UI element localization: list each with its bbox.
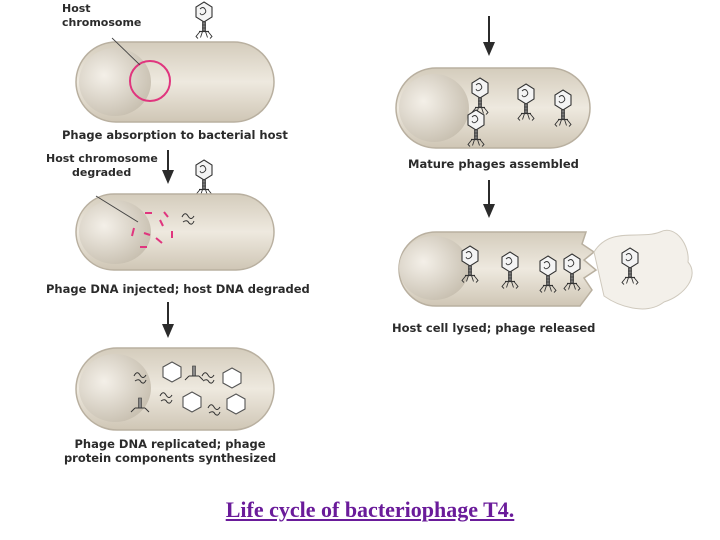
figure-caption: Life cycle of bacteriophage T4. [225, 497, 515, 522]
label-host: Host [62, 2, 91, 15]
cell-step3 [75, 347, 275, 431]
label-step3-line1: Phage DNA replicated; phage [75, 437, 266, 451]
leader-line [111, 37, 141, 66]
label-chromosome: chromosome [62, 16, 141, 29]
label-step2: Phage DNA injected; host DNA degraded [46, 282, 310, 296]
capsid-icon [222, 367, 242, 389]
leader-line [95, 195, 139, 223]
capsid-icon [226, 393, 246, 415]
label-degraded: degraded [72, 166, 131, 179]
host-chromosome [129, 60, 171, 102]
phage-icon [195, 159, 213, 198]
chromosome-fragments [131, 211, 173, 248]
label-step3-line2: protein components synthesized [64, 451, 276, 465]
label-step1: Phage absorption to bacterial host [62, 128, 288, 142]
cell-step5-lysed [398, 229, 693, 310]
cell-step4 [395, 67, 591, 149]
released-contents [593, 229, 693, 310]
label-step4: Mature phages assembled [408, 157, 579, 171]
arrow-down-2 [162, 302, 174, 338]
capsid-icon [182, 391, 202, 413]
capsid-icon [162, 361, 182, 383]
arrow-down-4 [483, 180, 495, 218]
arrow-down-1 [162, 150, 174, 184]
cell-step1 [75, 1, 275, 123]
label-chromosome-degraded: Host chromosome [46, 152, 158, 165]
phage-icon [195, 1, 213, 40]
arrow-down-3 [483, 16, 495, 56]
label-step5: Host cell lysed; phage released [392, 321, 595, 335]
cell-step2 [75, 193, 275, 271]
